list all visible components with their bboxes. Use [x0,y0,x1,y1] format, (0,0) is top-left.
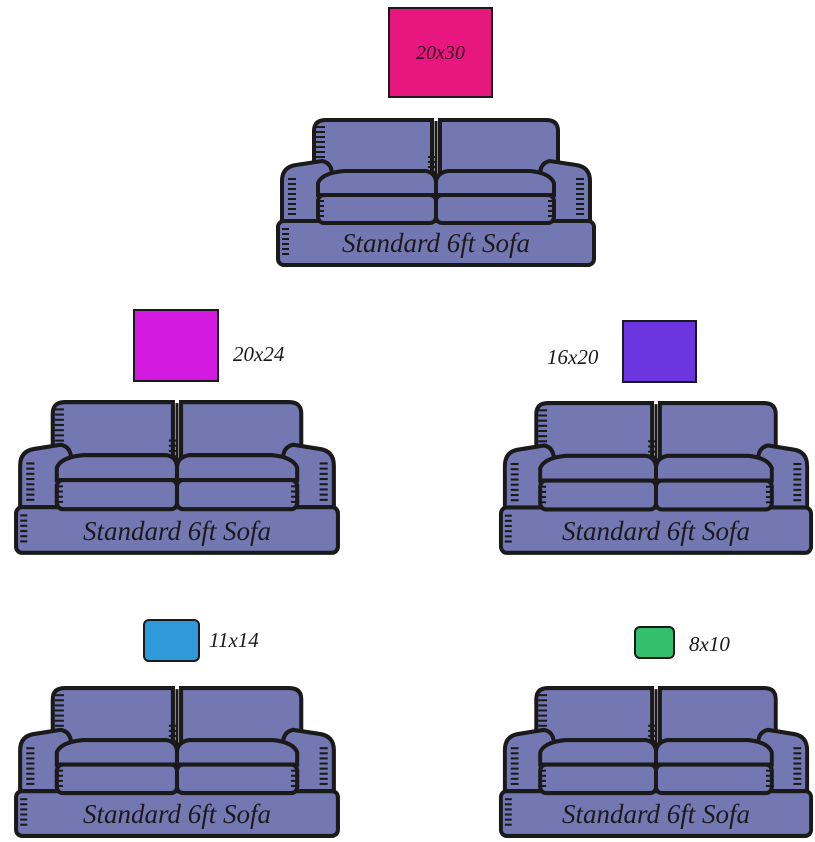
frame-16x20 [622,320,697,383]
sofa: Standard 6ft Sofa [12,399,342,557]
sofa-caption: Standard 6ft Sofa [497,516,815,547]
frame-8x10 [634,626,675,659]
frame-size-label: 20x30 [390,43,491,63]
sofa-caption: Standard 6ft Sofa [497,799,815,830]
sofa: Standard 6ft Sofa [274,117,598,269]
frame-11x14 [143,619,200,662]
frame-20x24 [133,309,219,382]
sofa-caption: Standard 6ft Sofa [12,799,342,830]
frame-size-label: 16x20 [547,347,598,368]
frame-size-label: 11x14 [209,630,259,651]
sofa: Standard 6ft Sofa [497,685,815,840]
frame-20x30: 20x30 [388,7,493,98]
sofa: Standard 6ft Sofa [497,400,815,557]
sofa-caption: Standard 6ft Sofa [12,516,342,547]
frame-size-label: 20x24 [233,344,284,365]
sofa: Standard 6ft Sofa [12,685,342,840]
frame-size-label: 8x10 [689,634,730,655]
sofa-caption: Standard 6ft Sofa [274,228,598,259]
